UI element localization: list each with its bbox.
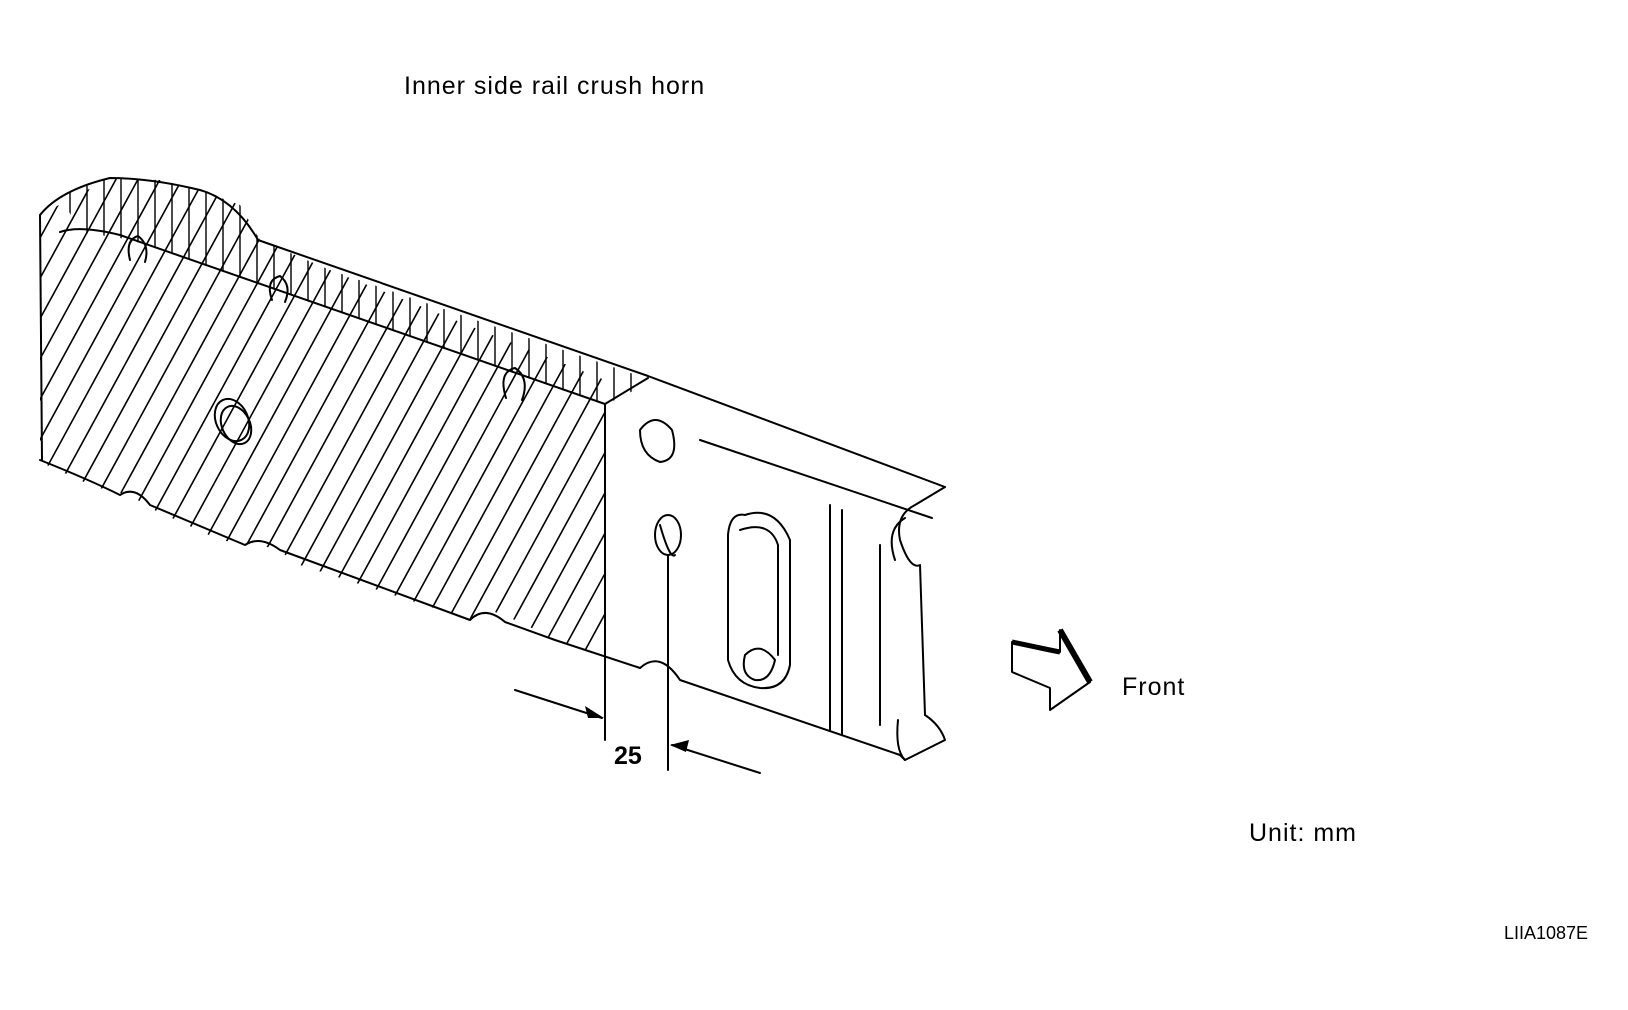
dimension-label: 25 — [614, 742, 642, 770]
dimension-arrow-right — [670, 740, 689, 752]
front-arrow-icon — [1011, 628, 1093, 711]
top-flange-hatch — [69, 178, 632, 405]
dimension-arrow-left — [585, 706, 604, 718]
diagram-title: Inner side rail crush horn — [404, 72, 706, 100]
rail-outline — [39, 177, 946, 774]
figure-code: LIIA1087E — [1504, 923, 1589, 943]
unit-label: Unit: mm — [1249, 819, 1357, 847]
direction-label: Front — [1122, 673, 1186, 701]
